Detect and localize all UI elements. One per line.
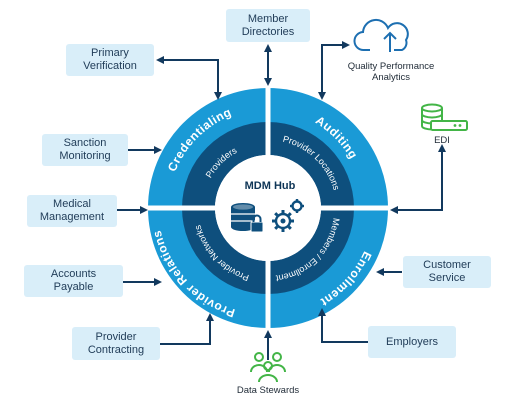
- database-server-icon[interactable]: [421, 103, 468, 131]
- box-accounts-payable-label: Accounts Payable: [50, 268, 97, 293]
- label-edi: EDI: [434, 135, 450, 146]
- box-primary-verification[interactable]: Primary Verification: [66, 44, 154, 76]
- box-customer-service[interactable]: Customer Service: [403, 256, 491, 288]
- database-lock-icon: [231, 203, 264, 233]
- box-employers[interactable]: Employers: [368, 326, 456, 358]
- people-group-icon[interactable]: [250, 352, 286, 383]
- box-accounts-payable[interactable]: Accounts Payable: [24, 265, 123, 297]
- box-provider-contracting-label: Provider Contracting: [87, 330, 145, 356]
- box-member-directories[interactable]: Member Directories: [226, 9, 310, 42]
- box-medical-management[interactable]: Medical Management: [27, 195, 117, 227]
- arrow-employers: [318, 308, 368, 343]
- box-primary-verification-label: Primary Verification: [83, 47, 137, 72]
- label-quality-performance-analytics: Quality Performance Analytics: [347, 61, 435, 83]
- box-medical-management-label: Medical Management: [39, 198, 105, 223]
- gears-icon: [272, 199, 304, 232]
- arrow-edi: [390, 144, 446, 214]
- arrow-provider-contracting: [160, 313, 214, 345]
- hub-title: MDM Hub: [245, 180, 296, 192]
- box-provider-contracting[interactable]: Provider Contracting: [72, 327, 160, 360]
- box-sanction-monitoring-label: Sanction Monitoring: [59, 137, 111, 162]
- box-member-directories-label: Member Directories: [241, 12, 295, 38]
- arrows: [117, 41, 446, 360]
- arrow-primary-verification: [156, 56, 222, 100]
- box-sanction-monitoring[interactable]: Sanction Monitoring: [42, 134, 128, 166]
- cloud-upload-icon[interactable]: [353, 18, 409, 52]
- box-employers-label: Employers: [386, 335, 438, 348]
- label-data-stewards: Data Stewards: [236, 385, 300, 396]
- arrow-quality-performance: [318, 41, 350, 100]
- box-customer-service-label: Customer Service: [423, 259, 471, 284]
